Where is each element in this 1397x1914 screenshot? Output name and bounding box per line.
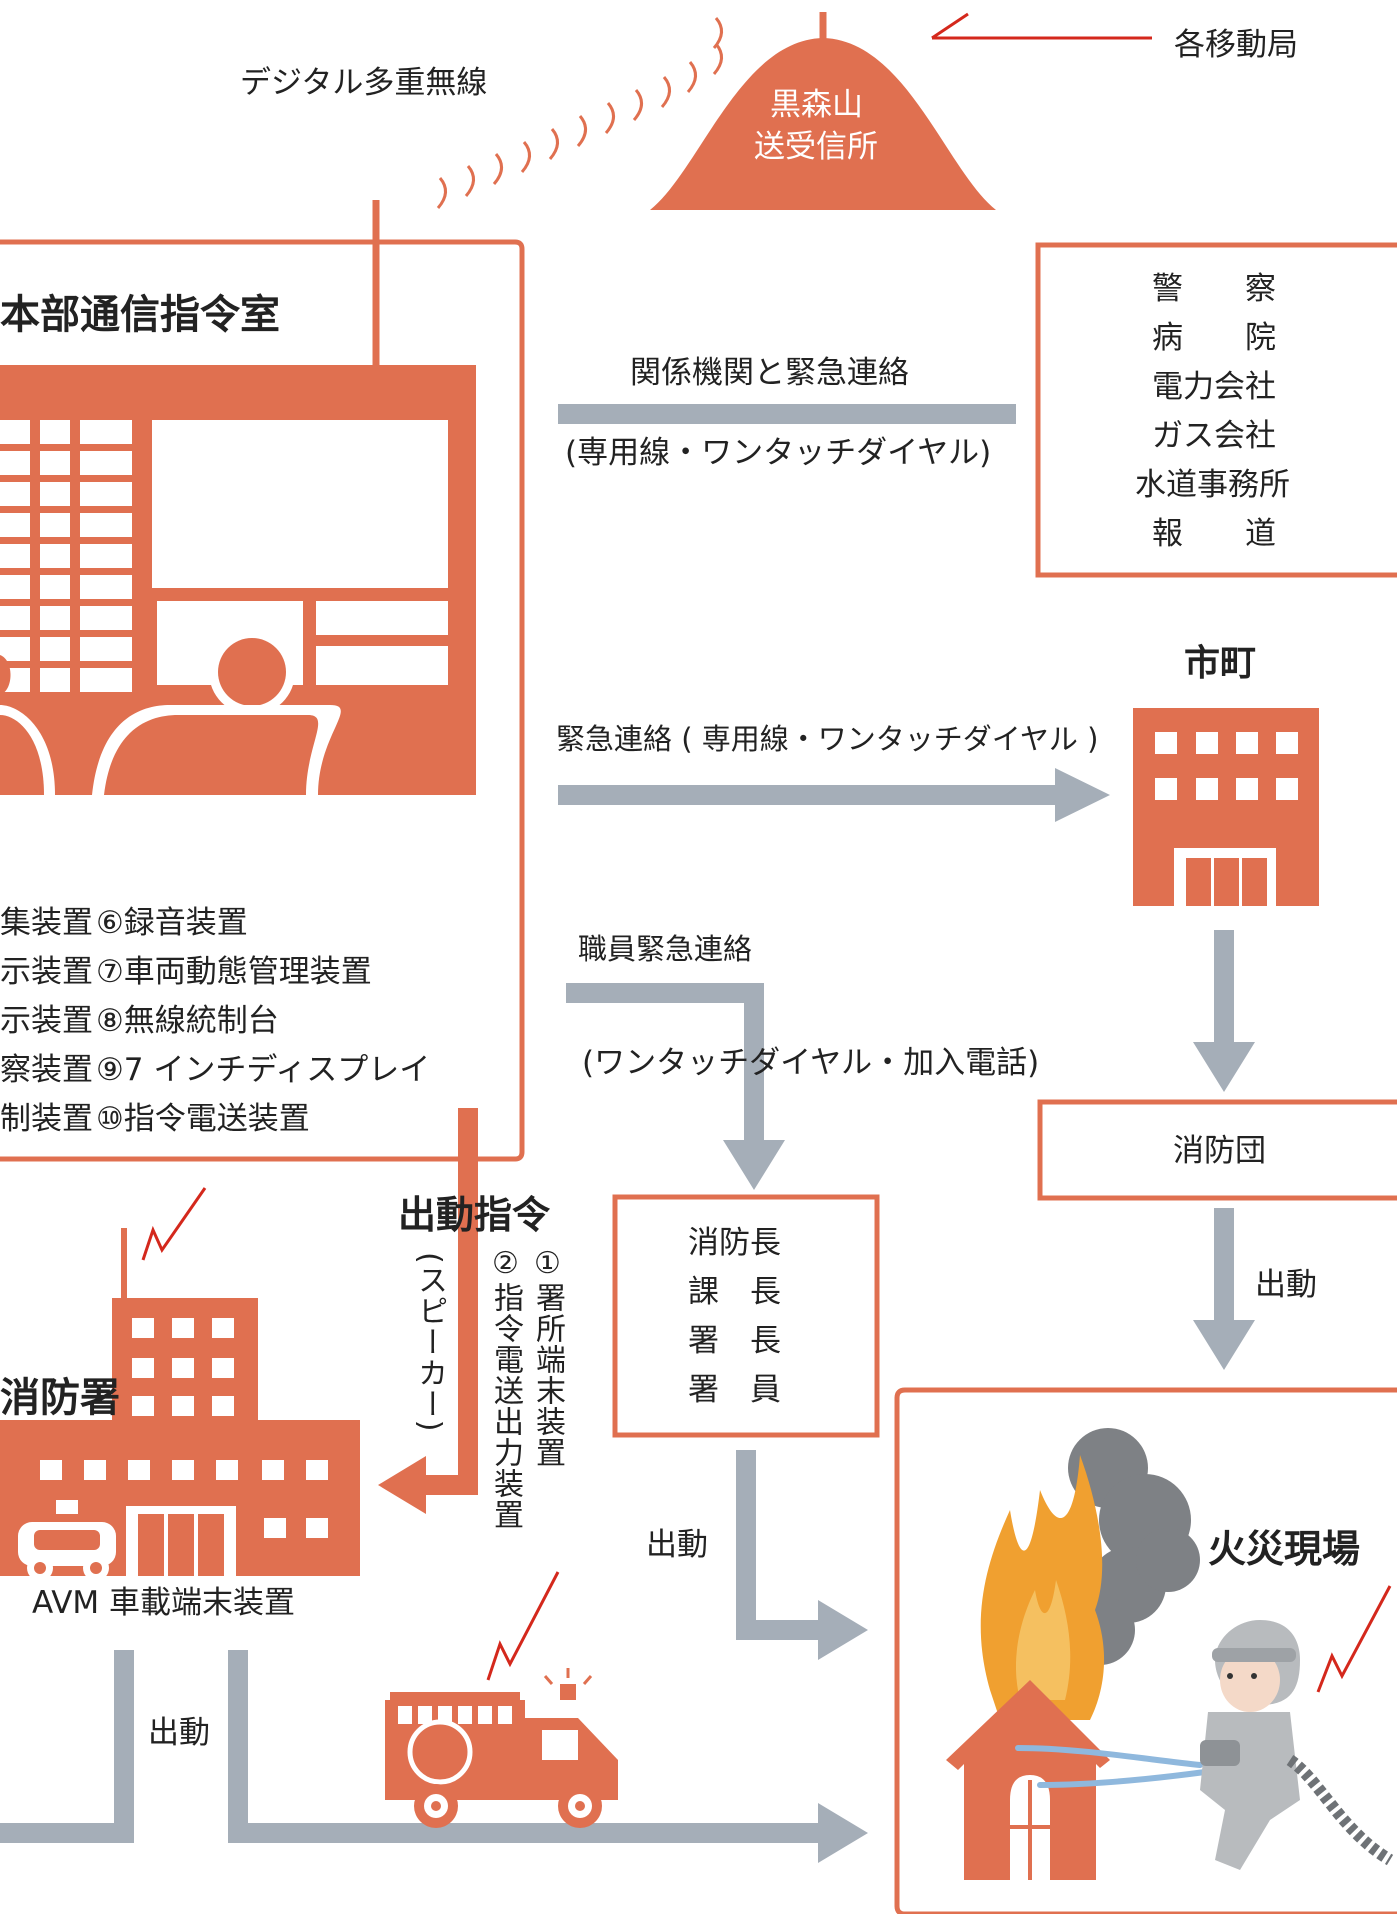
fire-corps-box — [1037, 1099, 1397, 1201]
command-console-icon — [0, 365, 476, 795]
equipment-left-4: 察装置 — [0, 1052, 93, 1088]
officials-box — [612, 1194, 880, 1438]
arrow-command-to-city — [558, 768, 1110, 822]
agency-item-hospital: 病 院 — [1152, 320, 1276, 356]
arrow-officials-to-scene — [736, 1450, 868, 1660]
radio-waves-icon — [436, 17, 723, 209]
equipment-right-1: ⑥録音装置 — [96, 905, 248, 941]
command-room-frame — [0, 239, 525, 1162]
command-room-title: 本部通信指令室 — [0, 292, 280, 338]
agency-link-bar — [558, 404, 1016, 424]
city-office-icon — [1133, 708, 1319, 906]
officials-item-4: 署 員 — [688, 1372, 781, 1408]
operators-icon — [0, 629, 341, 795]
fire-station-title: 消防署 — [0, 1375, 120, 1421]
staff-contact-label: 職員緊急連絡 — [578, 932, 753, 966]
fire-corps-dispatch-label: 出動 — [1255, 1267, 1317, 1303]
equipment-right-5: ⑩指令電送装置 — [96, 1101, 310, 1137]
agency-link-label: 関係機関と緊急連絡 — [630, 355, 909, 391]
equipment-right-3: ⑧無線統制台 — [96, 1003, 279, 1039]
fire-scene-signal-icon — [1316, 1585, 1392, 1693]
fire-corps-label: 消防団 — [1173, 1133, 1266, 1169]
officials-item-3: 署 長 — [688, 1323, 781, 1359]
arrow-city-to-fire-corps — [1193, 930, 1255, 1092]
equipment-left-3: 示装置 — [0, 1003, 93, 1039]
agency-item-water: 水道事務所 — [1135, 467, 1290, 503]
fire-truck-icon — [385, 1668, 618, 1828]
firefighter-icon — [1200, 1620, 1394, 1870]
water-spray-icon — [1015, 1745, 1208, 1788]
officials-dispatch-label: 出動 — [646, 1527, 708, 1563]
ambulance-icon — [18, 1500, 116, 1581]
mobile-stations-label: 各移動局 — [1174, 27, 1298, 63]
fire-truck-signal-icon — [486, 1571, 560, 1681]
arrow-station-dispatch-left — [0, 1650, 134, 1843]
dispatch-item-1: ①署所端末装置 — [530, 1246, 565, 1468]
fire-scene-title: 火災現場 — [1208, 1527, 1361, 1571]
city-title: 市町 — [1184, 643, 1257, 684]
arrow-station-dispatch-right — [228, 1650, 868, 1863]
fire-station-signal-icon — [141, 1187, 207, 1261]
agency-item-police: 警 察 — [1152, 271, 1276, 307]
flame-icon — [980, 1455, 1105, 1720]
arrow-fire-corps-to-scene — [1193, 1208, 1255, 1370]
dispatch-order-arrow — [378, 1108, 478, 1514]
avm-label: AVM 車載端末装置 — [32, 1585, 296, 1621]
arrow-staff-contact — [566, 983, 785, 1190]
agency-link-sublabel: (専用線・ワンタッチダイヤル) — [565, 435, 992, 471]
mountain-label-2: 送受信所 — [754, 129, 878, 165]
mountain-label-1: 黒森山 — [770, 87, 863, 123]
dispatch-speaker-label: (スピーカー) — [412, 1252, 447, 1433]
city-link-label: 緊急連絡 ( 専用線・ワンタッチダイヤル ) — [556, 722, 1099, 756]
fire-station-dispatch-label: 出動 — [148, 1715, 210, 1751]
staff-contact-sublabel: (ワンタッチダイヤル・加入電話) — [582, 1045, 1040, 1081]
burning-house-icon — [946, 1680, 1110, 1880]
officials-item-2: 課 長 — [688, 1274, 781, 1310]
equipment-left-5: 制装置 — [0, 1101, 93, 1137]
mountain-transceiver — [650, 12, 996, 210]
related-agencies-box — [1035, 242, 1397, 578]
agency-item-power: 電力会社 — [1152, 369, 1276, 405]
equipment-left-2: 示装置 — [0, 954, 93, 990]
dispatch-item-2: ②指令電送出力装置 — [488, 1246, 523, 1530]
agency-item-press: 報 道 — [1152, 516, 1276, 552]
radio-label: デジタル多重無線 — [240, 65, 488, 101]
mobile-signal-icon — [931, 12, 1152, 40]
agency-item-gas: ガス会社 — [1152, 418, 1276, 454]
equipment-right-4: ⑨7 インチディスプレイ — [96, 1052, 431, 1088]
equipment-left-1: 集装置 — [0, 905, 93, 941]
dispatch-order-title: 出動指令 — [398, 1193, 551, 1237]
equipment-right-2: ⑦車両動態管理装置 — [96, 954, 372, 990]
officials-item-1: 消防長 — [688, 1225, 781, 1261]
